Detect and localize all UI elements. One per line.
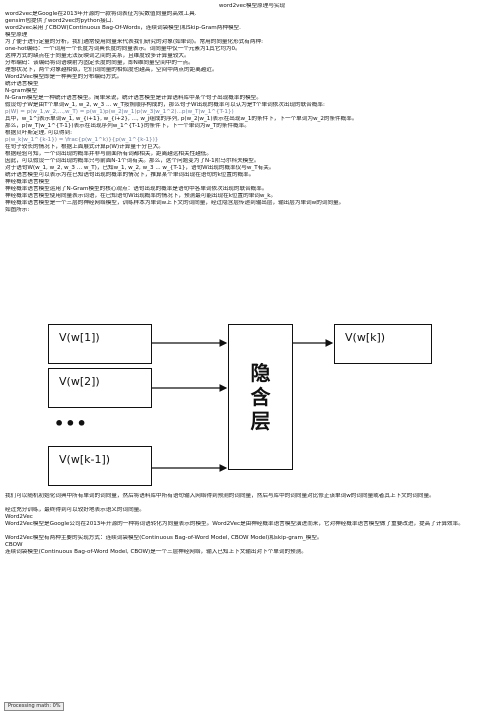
math-processing-text: Processing math: 0% xyxy=(8,703,61,709)
text-line: 其中，w_1^j表示单词w_1, w_{i+1}, w_{i+2}, ..., … xyxy=(5,116,358,122)
text-line: 经过充分训练，最终得到可以较好地表示语义的词向量。 xyxy=(5,507,145,513)
section-heading: 统计语言模型 xyxy=(5,81,39,87)
ellipsis-dots: ••• xyxy=(54,414,88,433)
text-line: 神经概率语言模型是一个三层的神经网络模型，训练样本为单词w上下文的词向量，经过隐… xyxy=(5,200,345,206)
text-line: 这种方式的缺点在于向量无法反映词之间的关系，且维度较多计算量较大。 xyxy=(5,53,190,59)
hidden-layer-char: 隐 xyxy=(250,361,271,385)
nn-diagram: V(w[1]) V(w[2]) ••• V(w[k-1]) 隐 含 层 V(w[… xyxy=(48,308,432,486)
text-line: word2vec采用了CBOW(Continuous Bag-Of-Words，… xyxy=(5,25,241,31)
math-processing-indicator: Processing math: 0% xyxy=(4,702,64,711)
section-heading: CBOW xyxy=(5,542,23,548)
output-label: V(w[k]) xyxy=(345,331,386,344)
hidden-layer-char: 含 xyxy=(250,385,271,409)
text-line: 假设句子W是由T个单词w_1, w_2, w_3 ... w_T按照顺序构成的，… xyxy=(5,102,325,108)
formula-line: p(W) = p(w_1,w_2,...,w_T) = p(w_1)p(w_2|… xyxy=(5,109,234,115)
text-line: 连续词袋模型(Continuous Bag-of-Word Model, CBO… xyxy=(5,549,307,555)
input-label-2: V(w[2]) xyxy=(59,375,100,388)
input-label-1: V(w[1]) xyxy=(59,331,100,344)
input-box-k-1: V(w[k-1]) xyxy=(48,446,152,486)
text-line: 在句子较长的情况下，根据上面展式计算p(W)计算量十分巨大。 xyxy=(5,144,164,150)
text-line: 因此，可以假设一个词出现的概率只与前面N-1个词有关。那么，这个问题变为了N-1… xyxy=(5,158,260,164)
text-line: Word2Vec模型有两种主要的实现方式：连续词袋模型(Continuous B… xyxy=(5,535,323,541)
text-line: 对于语句W(w_1, w_2, w_3 ... w_T)，已知w_1, w_2,… xyxy=(5,165,275,171)
section-heading: 神经概率语言模型 xyxy=(5,179,50,185)
text-line: one-hot编码：一个词用一个长度为词典长度的向量表示。词向量中仅一个元素为1… xyxy=(5,46,241,52)
output-box: V(w[k]) xyxy=(334,324,432,364)
text-line: N-Gram模型是一种统计语言模型。简单来说，统计语言模型是计算语料库中某个句子… xyxy=(5,95,262,101)
text-line: 那么，p(w_T|w_1^{T-1})表示在出现序列w_1^{T-1}的条件下，… xyxy=(5,123,250,129)
input-box-1: V(w[1]) xyxy=(48,324,152,364)
section-heading: Word2Vec xyxy=(5,514,33,520)
section-heading: 模型原理 xyxy=(5,32,28,38)
text-line: 根据经验可知，一个词出现的概率并非与前面所有词都相关，距离越远相关性越低。 xyxy=(5,151,212,157)
text-line: Word2Vec模型是Google公司在2013年开源的一种将词语转化为向量表示… xyxy=(5,521,464,527)
text-line: word2vec是Google在2013年开源的一款将词表征为实数值向量的高效工… xyxy=(5,11,197,17)
section-heading: N-gram模型 xyxy=(5,88,38,94)
text-line: gensim包提供了word2vec的python接口. xyxy=(5,18,114,24)
page-title: word2vec模型原理与实现 xyxy=(218,3,286,9)
hidden-layer-box: 隐 含 层 xyxy=(228,324,293,470)
text-line: 统计语言模型可以表示为在已知语句出现的概率的情况下，推算某个单词出现在语句的k位… xyxy=(5,172,255,178)
input-label-k-1: V(w[k-1]) xyxy=(59,453,111,466)
formula-line: p(w_k|w_1^{k-1}) = \frac{p(w_1^k)}{p(w_1… xyxy=(5,137,159,143)
text-line: 分布编码：该编码将词语映射为固定长度的向量，即N维向量空间中的一点。 xyxy=(5,60,194,66)
text-line: 理想状况下，两个对象越相似，它们词向量的相似度也越高，空间中两点的距离越近。 xyxy=(5,67,218,73)
input-box-2: V(w[2]) xyxy=(48,368,152,408)
text-line: 神经概率语言模型运用了N-Gram模型的核心观点：语句出现的概率是语句中各单词依… xyxy=(5,186,268,192)
text-line: Word2Vec模型即是一种典型的分布编码方式。 xyxy=(5,74,123,80)
text-line: 我们可以随机初始化词典中所有单词的词向量，然后将语料库中所有语句输入网络得到预测… xyxy=(5,493,435,499)
diagram-arrows xyxy=(152,339,334,472)
text-line: 神经概率语言模型使用向量表示词语，在已知语句W出现概率的情况下，预测最可能出现在… xyxy=(5,193,277,199)
text-line: 根据贝叶斯定理, 可以得到: xyxy=(5,130,72,136)
text-line: 如图所示: xyxy=(5,207,30,213)
text-line: 为了便于进行定量的分析，我们通常使用向量来代表我们研究的对象(如单词)。常用的向… xyxy=(5,39,263,45)
hidden-layer-char: 层 xyxy=(250,409,271,433)
